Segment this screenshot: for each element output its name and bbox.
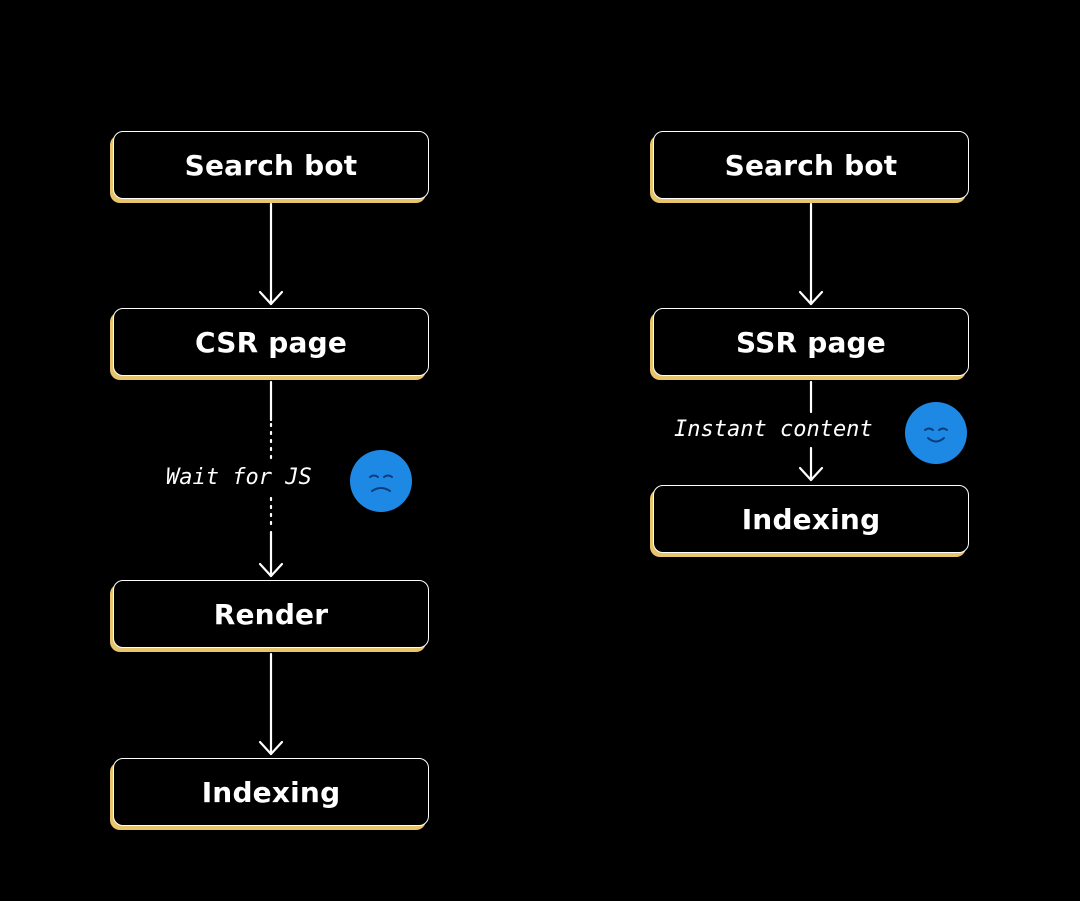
ssr-indexing-node: Indexing — [653, 485, 969, 553]
csr-wait-label: Wait for JS — [162, 465, 316, 490]
csr-indexing-node: Indexing — [113, 758, 429, 826]
csr-arrowhead-page-to-render — [258, 562, 284, 578]
csr-indexing-label: Indexing — [201, 775, 341, 809]
csr-page-node: CSR page — [113, 308, 429, 376]
csr-search-bot-label: Search bot — [184, 148, 358, 182]
csr-search-bot-node: Search bot — [113, 131, 429, 199]
csr-render-label: Render — [213, 597, 329, 631]
ssr-search-bot-label: Search bot — [724, 148, 898, 182]
ssr-arrowhead-bot-to-page — [798, 290, 824, 306]
csr-arrowhead-bot-to-page — [258, 290, 284, 306]
happy-face-icon — [905, 402, 967, 464]
csr-render-node: Render — [113, 580, 429, 648]
ssr-instant-label: Instant content — [670, 417, 877, 442]
csr-page-label: CSR page — [194, 325, 348, 359]
ssr-page-node: SSR page — [653, 308, 969, 376]
sad-face-icon — [350, 450, 412, 512]
ssr-search-bot-node: Search bot — [653, 131, 969, 199]
ssr-indexing-label: Indexing — [741, 502, 881, 536]
csr-arrowhead-render-to-indexing — [258, 740, 284, 756]
ssr-arrowhead-page-to-indexing — [798, 466, 824, 482]
ssr-page-label: SSR page — [736, 325, 886, 359]
